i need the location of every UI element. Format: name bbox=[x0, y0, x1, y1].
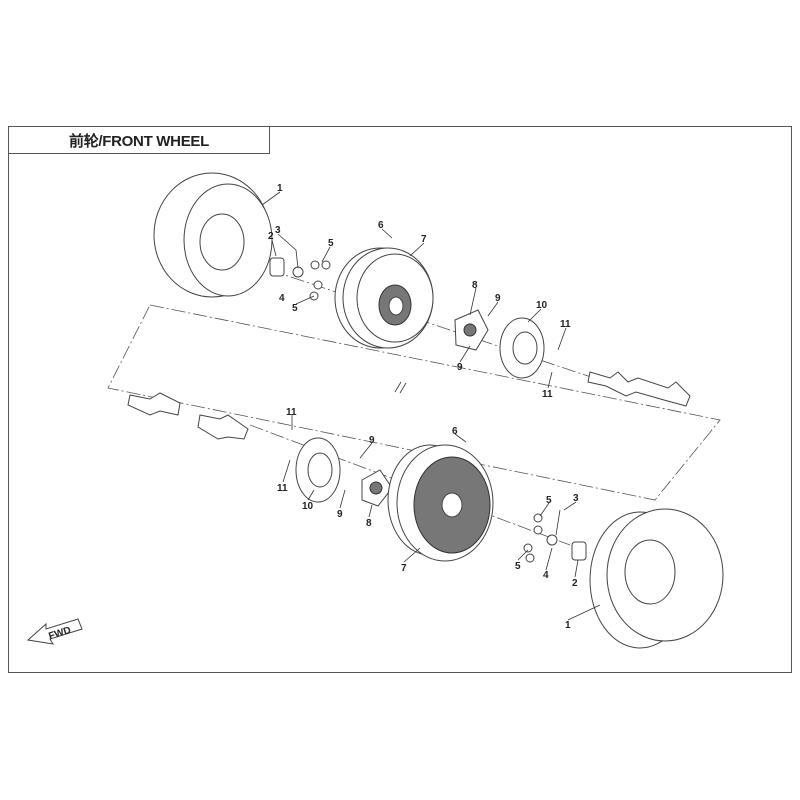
callout-11: 11 bbox=[542, 389, 553, 400]
callout-9: 9 bbox=[457, 362, 463, 373]
tire-top bbox=[153, 172, 273, 298]
nuts-bottom bbox=[523, 509, 561, 563]
brake-disc-top bbox=[499, 317, 545, 379]
hub-top bbox=[454, 309, 489, 351]
hub-cap-bottom bbox=[571, 541, 587, 561]
brake-disc-bottom bbox=[295, 437, 341, 503]
forward-direction-arrow-icon: FWD bbox=[26, 618, 83, 645]
diagram-frame bbox=[8, 126, 792, 673]
callout-8: 8 bbox=[366, 518, 372, 529]
hub-bottom bbox=[361, 469, 393, 507]
callout-1: 1 bbox=[565, 620, 571, 631]
callouts-bottom: 11 11 9 9 10 8 6 7 5 5 3 4 2 1 bbox=[277, 407, 579, 631]
drive-shaft-right bbox=[587, 371, 691, 407]
callout-5: 5 bbox=[292, 303, 298, 314]
callout-10: 10 bbox=[302, 501, 314, 512]
diagram-title: 前轮/FRONT WHEEL bbox=[8, 126, 270, 154]
callout-2: 2 bbox=[268, 231, 274, 242]
hub-cap-top bbox=[269, 257, 285, 277]
callout-7: 7 bbox=[401, 563, 407, 574]
callout-1: 1 bbox=[277, 183, 283, 194]
rim-top bbox=[334, 247, 434, 349]
callout-3: 3 bbox=[573, 493, 579, 504]
callout-11: 11 bbox=[560, 319, 571, 330]
callout-5: 5 bbox=[546, 495, 552, 506]
callouts-top: 1 2 3 4 5 5 6 7 8 9 9 10 11 11 bbox=[268, 183, 571, 400]
callout-4: 4 bbox=[543, 570, 549, 581]
drive-shaft-left bbox=[127, 392, 249, 440]
callout-8: 8 bbox=[472, 280, 478, 291]
callout-11: 11 bbox=[286, 407, 297, 418]
callout-5: 5 bbox=[515, 561, 521, 572]
leader-lines bbox=[261, 191, 601, 621]
tire-bottom bbox=[589, 508, 724, 649]
callout-6: 6 bbox=[452, 426, 458, 437]
callout-9: 9 bbox=[369, 435, 375, 446]
callout-6: 6 bbox=[378, 220, 384, 231]
callout-5: 5 bbox=[328, 238, 334, 249]
callout-2: 2 bbox=[572, 578, 578, 589]
callout-9: 9 bbox=[495, 293, 501, 304]
alignment-lines bbox=[107, 269, 721, 546]
rim-bottom bbox=[387, 444, 494, 562]
callout-3: 3 bbox=[275, 225, 281, 236]
callout-9: 9 bbox=[337, 509, 343, 520]
callout-4: 4 bbox=[279, 293, 285, 304]
callout-10: 10 bbox=[536, 300, 548, 311]
callout-11: 11 bbox=[277, 483, 288, 494]
callout-7: 7 bbox=[421, 234, 427, 245]
